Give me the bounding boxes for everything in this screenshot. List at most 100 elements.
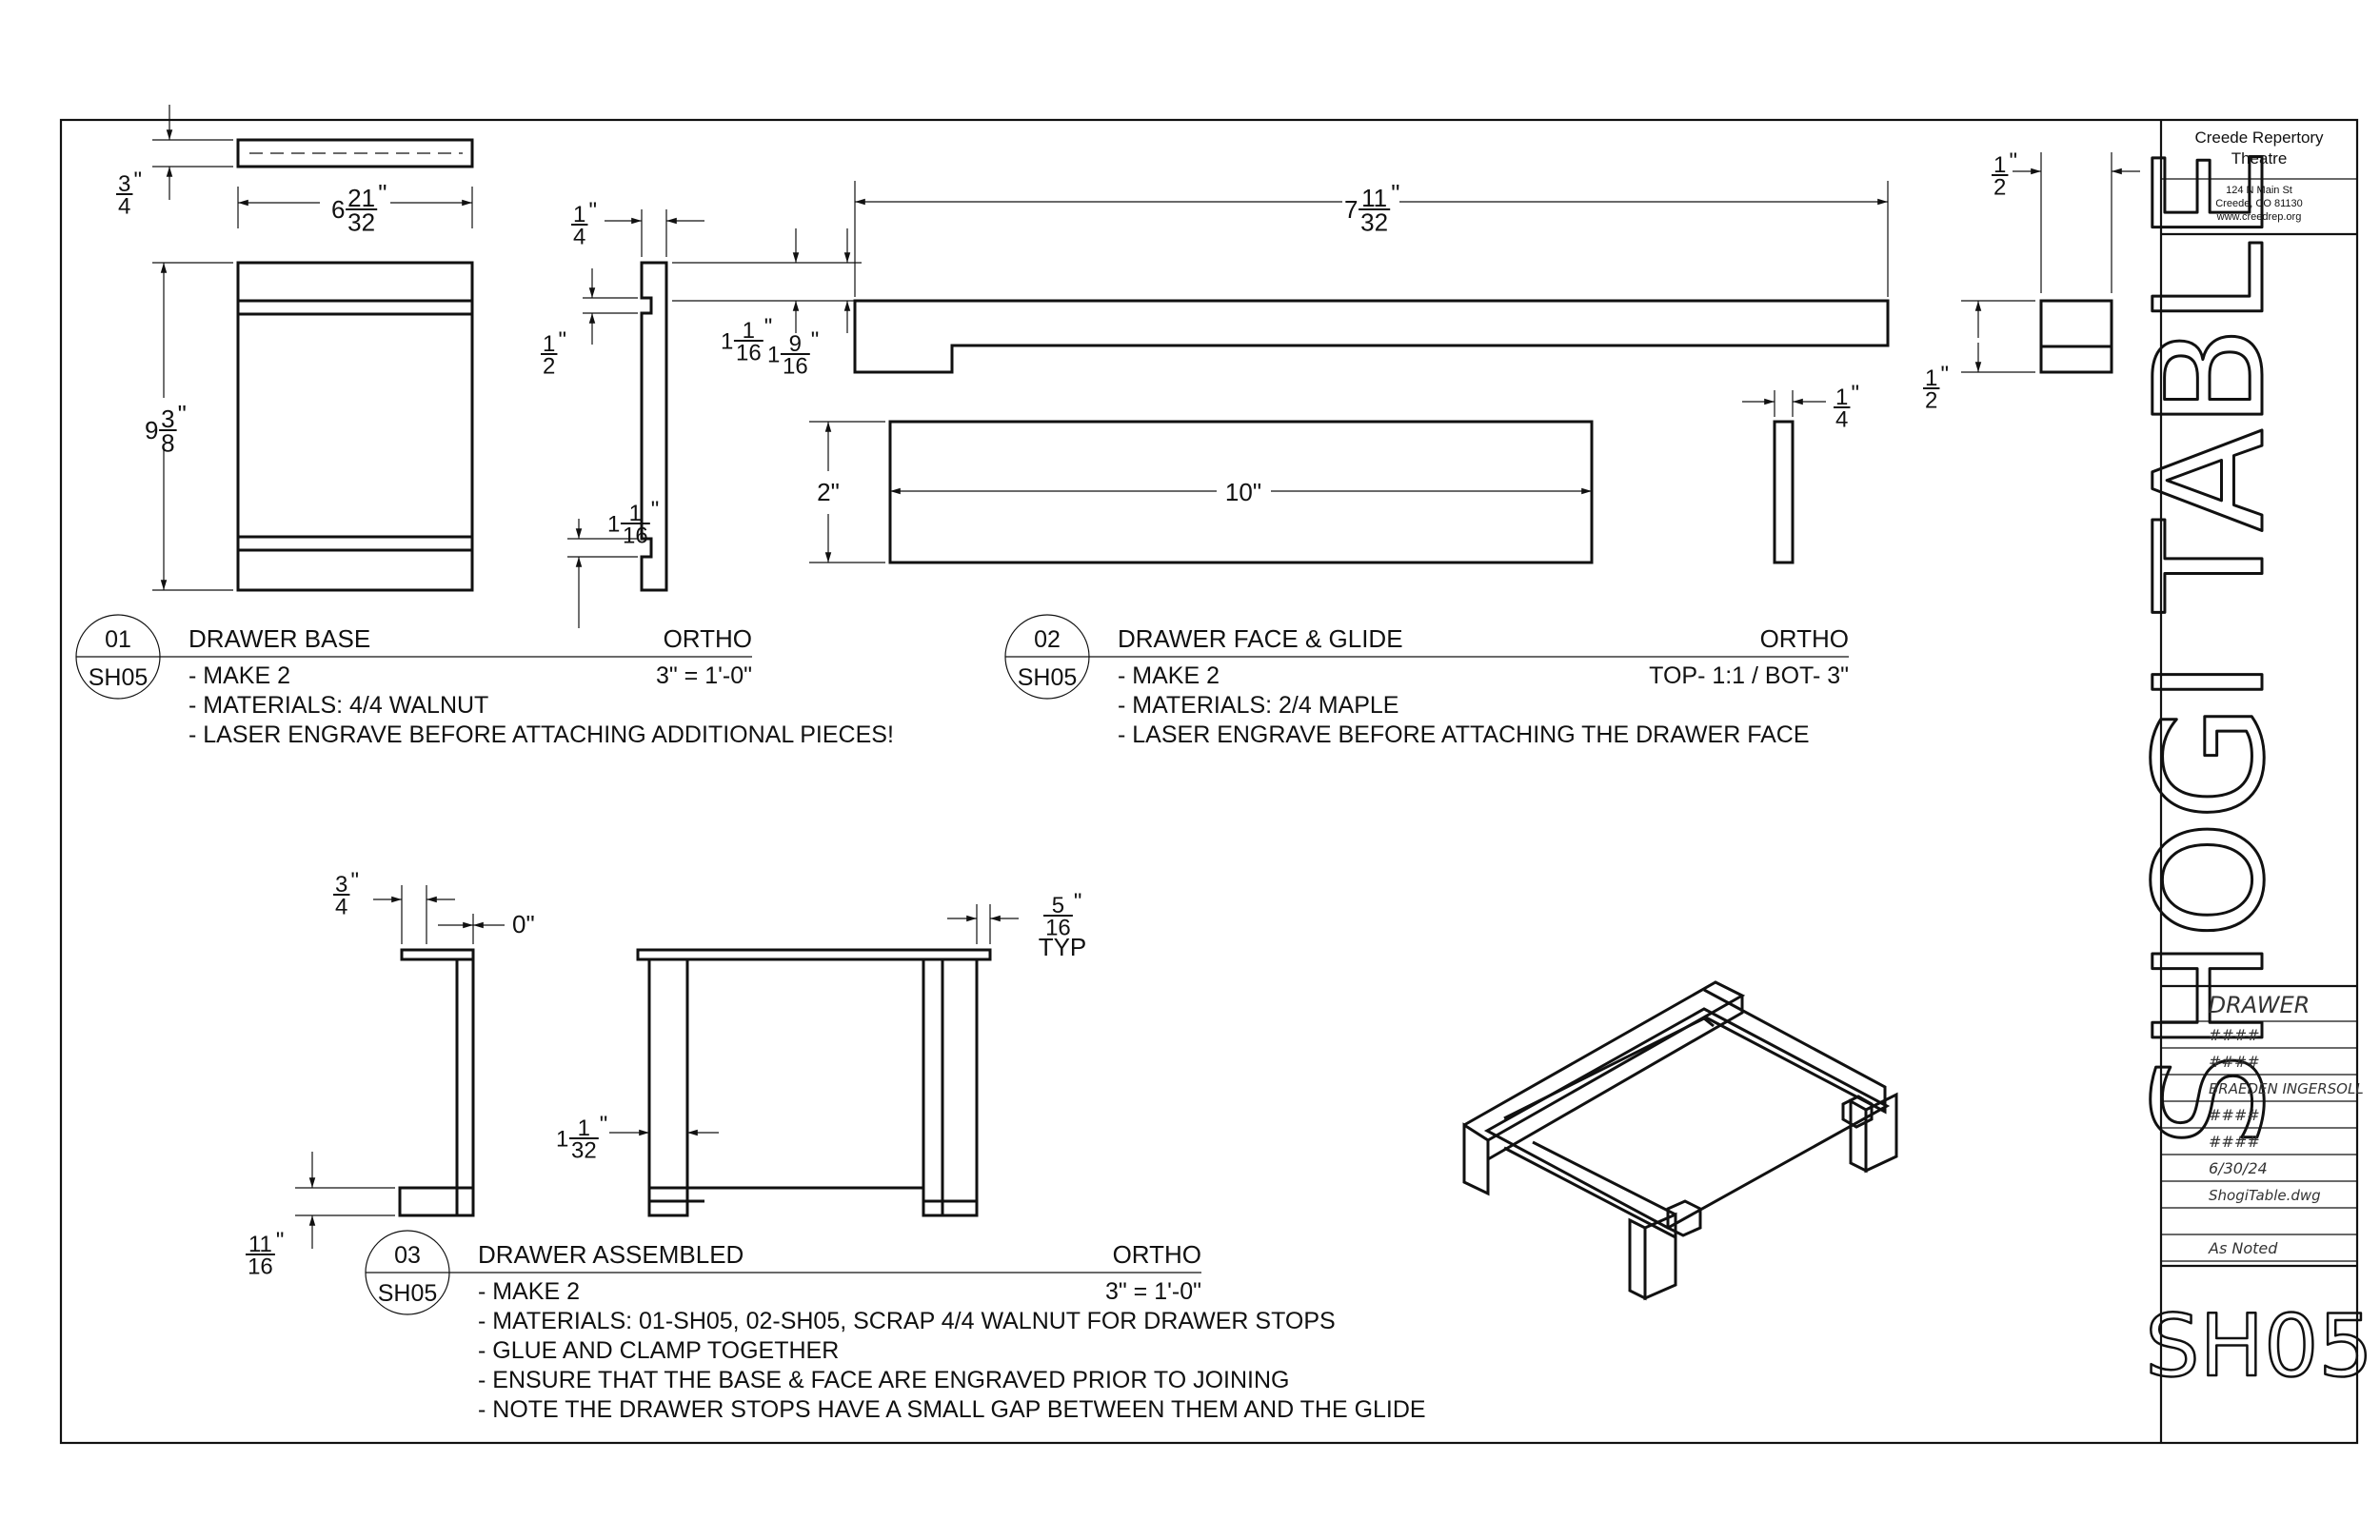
detail-note: - NOTE THE DRAWER STOPS HAVE A SMALL GAP… [478, 1396, 1426, 1423]
dim-numerator: 21 [347, 184, 375, 212]
detail-number: 02 [1034, 626, 1061, 653]
dim-whole: 9 [145, 416, 158, 444]
dim-numerator: 1 [543, 331, 555, 357]
glide-end-view [2039, 299, 2113, 374]
dim-face_thickness: 14" [1834, 381, 1859, 433]
dim-whole: 6 [331, 195, 345, 224]
dim-numerator: 1 [578, 1116, 590, 1141]
dim-numerator: 3 [161, 405, 174, 433]
dim-denominator: 2 [1993, 175, 2006, 201]
dim-inch-mark: " [350, 868, 359, 894]
title-fields: ########BRAEDEN INGERSOLL########6/30/24… [2161, 1026, 2364, 1262]
dim-whole: 1 [767, 342, 780, 367]
dim-denominator: 32 [1360, 207, 1388, 236]
dim-inch-mark: " [651, 497, 660, 523]
title-field-5: 6/30/24 [2209, 1159, 2268, 1177]
address-line-2: Creede, CO 81130 [2215, 198, 2303, 209]
detail-scale: 3" = 1'-0" [656, 662, 752, 689]
dim-face_height: 2" [817, 478, 840, 506]
detail-note: - MAKE 2 [1118, 662, 1220, 689]
detail-scale: TOP- 1:1 / BOT- 3" [1649, 662, 1849, 689]
detail-view-type: ORTHO [1113, 1240, 1201, 1269]
base-edge-view [236, 138, 474, 168]
dim-numerator: 3 [118, 171, 130, 197]
detail-view-type: ORTHO [1760, 624, 1849, 653]
detail-02-drawing [672, 152, 2140, 564]
company-line-2: Theatre [2231, 149, 2288, 168]
sheet-number: SH05 [2145, 1296, 2372, 1396]
detail-scale: 3" = 1'-0" [1105, 1278, 1201, 1305]
dim-asm_typ: 516" [1043, 889, 1081, 941]
detail-number: 01 [105, 626, 131, 653]
title-field-1: #### [2209, 1053, 2260, 1071]
dim-side_groove: 12" [541, 327, 566, 380]
detail-sheet-ref: SH05 [378, 1280, 438, 1307]
dim-denominator: 8 [161, 428, 174, 457]
dim-end_width: 12" [1992, 148, 2017, 201]
dim-whole: 1 [607, 511, 620, 537]
detail-number: 03 [394, 1242, 421, 1269]
dim-inch-mark: " [2009, 148, 2017, 174]
dim-numerator: 1 [573, 202, 585, 227]
dim-inch-mark: " [1940, 362, 1949, 387]
dim-denominator: 4 [335, 895, 347, 920]
sheet-name: DRAWER [2209, 992, 2311, 1018]
dim-denominator: 4 [1835, 407, 1848, 433]
dim-inch-mark: " [764, 314, 773, 340]
sheet-border [59, 118, 2359, 1445]
dim-numerator: 3 [335, 872, 347, 898]
dim-inch-mark: " [276, 1228, 285, 1254]
dim-inch-mark: " [1851, 381, 1859, 406]
dim-denominator: 2 [543, 354, 555, 380]
dim-numerator: 11 [1361, 184, 1387, 212]
title-block: Creede Repertory Theatre 124 N Main St C… [2122, 120, 2374, 1443]
company-line-1: Creede Repertory [2194, 128, 2324, 147]
detail-note: - MAKE 2 [478, 1278, 580, 1305]
detail-note: - MATERIALS: 01-SH05, 02-SH05, SCRAP 4/4… [478, 1308, 1336, 1334]
detail-view-type: ORTHO [664, 624, 752, 653]
dim-denominator: 4 [573, 225, 585, 250]
detail-note: - MATERIALS: 2/4 MAPLE [1118, 692, 1398, 719]
dim-side_thickness: 14" [571, 198, 597, 250]
detail-note: - MAKE 2 [188, 662, 290, 689]
dim-denominator: 2 [1925, 388, 1937, 414]
detail-note: - LASER ENGRAVE BEFORE ATTACHING THE DRA… [1118, 721, 1810, 748]
detail-note: - GLUE AND CLAMP TOGETHER [478, 1337, 839, 1364]
detail-note: - LASER ENGRAVE BEFORE ATTACHING ADDITIO… [188, 721, 894, 748]
title-field-2: BRAEDEN INGERSOLL [2209, 1080, 2364, 1097]
title-field-4: #### [2209, 1133, 2260, 1151]
detail-03-drawing [295, 885, 1898, 1301]
dim-end_height: 12" [1923, 362, 1949, 414]
dim-inch-mark: " [811, 327, 820, 353]
detail-note: - MATERIALS: 4/4 WALNUT [188, 692, 488, 719]
project-title: SHOGI TABLE [2123, 147, 2298, 1147]
title-field-0: #### [2209, 1026, 2260, 1044]
dim-asm_gap: 0" [512, 910, 535, 938]
dim-inch-mark: " [133, 168, 142, 193]
dim-denominator: 16 [1045, 916, 1071, 941]
dim-inch-mark: " [378, 179, 387, 207]
dim-whole: 1 [721, 328, 733, 354]
base-side-profile [640, 261, 668, 592]
dim-whole: 1 [556, 1126, 568, 1152]
drawer-face-side [1773, 420, 1795, 564]
detail-title: DRAWER BASE [188, 624, 370, 653]
dim-asm_side_width: 34" [333, 868, 359, 920]
dim-numerator: 1 [1835, 385, 1848, 410]
dim-numerator: 11 [248, 1232, 272, 1257]
dim-numerator: 1 [743, 318, 755, 344]
dim-base_thickness: 34" [116, 168, 142, 220]
drawer-isometric [1462, 980, 1898, 1301]
